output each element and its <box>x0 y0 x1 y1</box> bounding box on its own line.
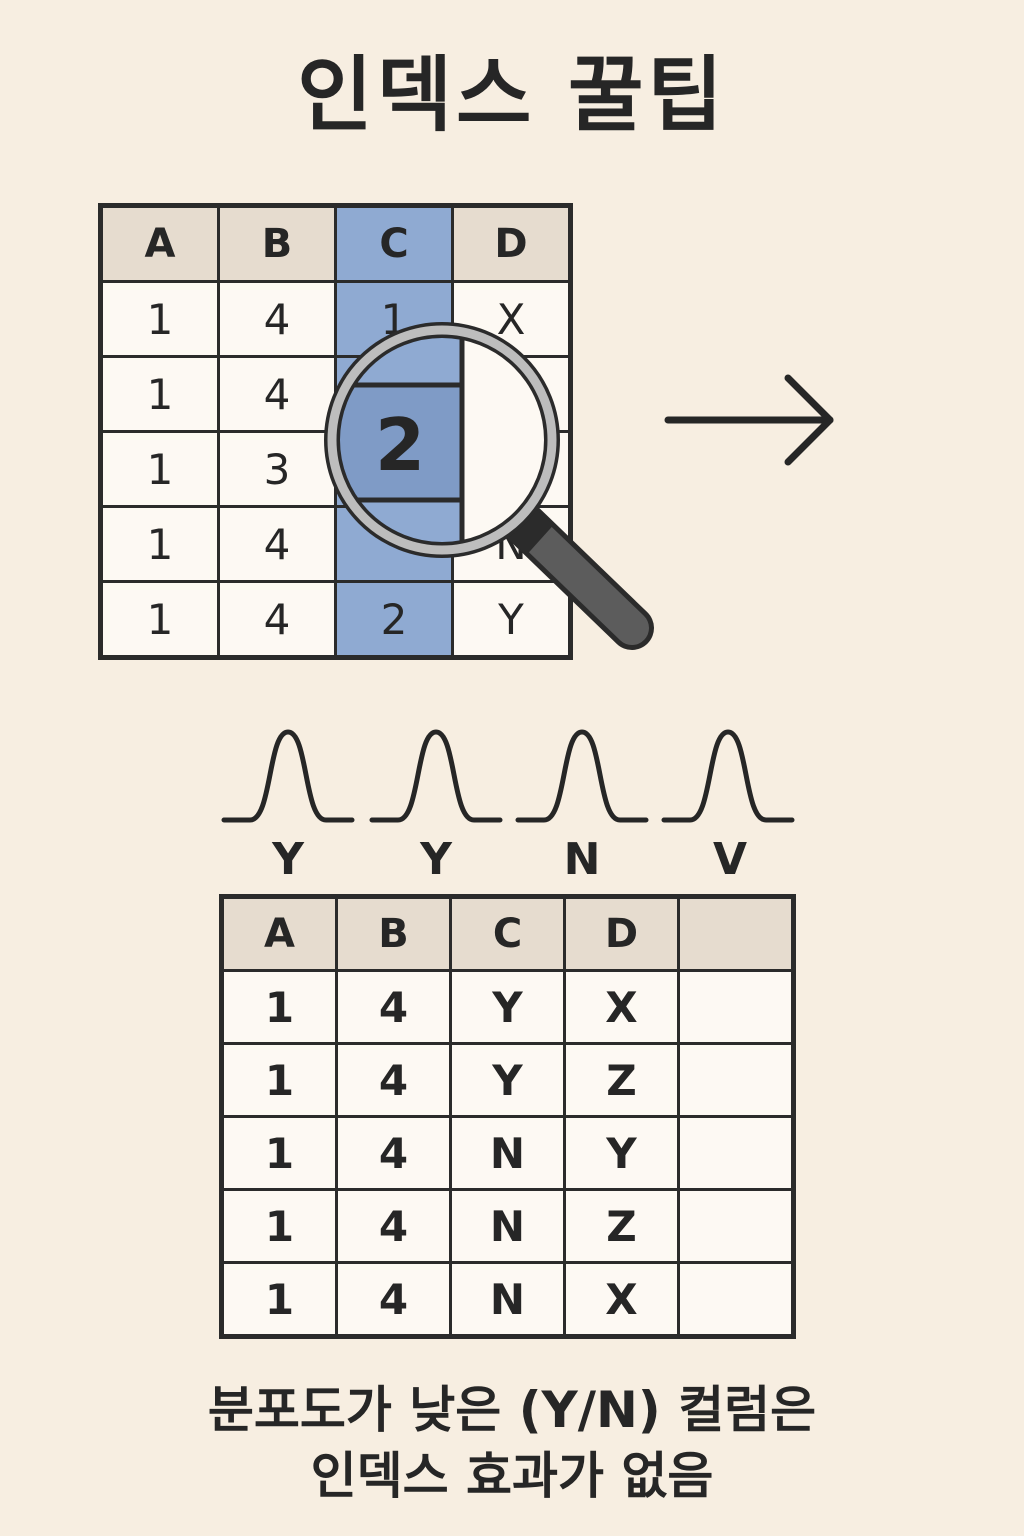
table-row: 1 4 2 Y <box>99 580 572 659</box>
distribution-curves <box>221 729 795 823</box>
magnifier-handle <box>498 498 654 650</box>
table-row: 1 4 N <box>99 505 572 583</box>
table-cell: 1 <box>99 430 220 508</box>
table-cell: 1 <box>220 1042 338 1118</box>
table-cell: 4 <box>335 1188 452 1264</box>
bell-curve-icon <box>369 729 503 823</box>
table-cell: 1 <box>220 1188 338 1264</box>
table-header-row: A B C D <box>220 895 795 972</box>
table-cell: 1 <box>99 355 220 433</box>
bell-curve-icon <box>515 729 649 823</box>
table-cell: 1 <box>220 1115 338 1191</box>
magnifier-lens <box>338 336 546 544</box>
table-cell: 1 <box>99 280 220 358</box>
caption-line-2: 인덱스 효과가 없음 <box>310 1447 714 1505</box>
table-cell: 1 <box>99 580 220 659</box>
table-cell: 4 <box>217 355 337 433</box>
table-cell: X <box>563 1261 680 1338</box>
table-cell: Y <box>449 1042 566 1118</box>
table-cell: 4 <box>335 1115 452 1191</box>
table-header-row: A B C D <box>99 204 572 283</box>
header-cell: B <box>335 895 452 972</box>
bell-curve-icon <box>661 729 795 823</box>
distribution-label: Y <box>420 834 452 885</box>
table-cell <box>677 969 795 1045</box>
header-cell: B <box>217 204 337 283</box>
table-cell <box>677 1261 795 1338</box>
table-row: 1 4 Y X <box>220 969 795 1045</box>
magnifier-overlay: 2 <box>324 322 834 650</box>
table-cell: X <box>563 969 680 1045</box>
bottom-table: A B C D 1 4 Y X 1 4 Y Z 1 4 N Y 1 4 N Z … <box>219 894 796 1339</box>
table-cell: 3 <box>217 430 337 508</box>
table-cell: 4 <box>335 1261 452 1338</box>
page-title: 인덱스 꿀팁 <box>297 48 727 143</box>
table-row: 1 4 N Y <box>220 1115 795 1191</box>
table-cell <box>677 1115 795 1191</box>
table-cell <box>677 1188 795 1264</box>
header-cell: C <box>449 895 566 972</box>
magnifier-value: 2 <box>375 403 425 487</box>
table-cell: Z <box>563 1188 680 1264</box>
table-cell: Y <box>451 580 572 659</box>
table-cell: Y <box>449 969 566 1045</box>
table-cell-highlighted: 2 <box>334 580 454 659</box>
header-cell: A <box>99 204 220 283</box>
distribution-label: V <box>712 834 748 885</box>
header-cell: D <box>451 204 572 283</box>
header-cell-highlighted: C <box>334 204 454 283</box>
distribution-label: Y <box>272 834 304 885</box>
table-cell: 1 <box>220 969 338 1045</box>
table-cell: 1 <box>220 1261 338 1338</box>
table-cell: Z <box>563 1042 680 1118</box>
table-row: 1 4 Y Z <box>220 1042 795 1118</box>
table-cell: N <box>449 1115 566 1191</box>
table-cell: Y <box>563 1115 680 1191</box>
table-row: 1 4 N X <box>220 1261 795 1338</box>
caption-line-1: 분포도가 낮은 (Y/N) 컬럼은 <box>207 1381 817 1439</box>
table-cell: 4 <box>335 969 452 1045</box>
distribution-label: N <box>563 834 601 885</box>
table-cell: 4 <box>217 505 337 583</box>
table-cell <box>677 1042 795 1118</box>
table-cell: 4 <box>335 1042 452 1118</box>
table-cell: 1 <box>99 505 220 583</box>
table-row: 1 4 N Z <box>220 1188 795 1264</box>
right-arrow-icon <box>664 374 834 466</box>
header-cell: A <box>220 895 338 972</box>
table-cell: 4 <box>217 280 337 358</box>
header-cell <box>677 895 795 972</box>
table-cell: N <box>449 1188 566 1264</box>
header-cell: D <box>563 895 680 972</box>
table-cell: 4 <box>217 580 337 659</box>
bell-curve-icon <box>221 729 355 823</box>
table-cell: N <box>449 1261 566 1338</box>
